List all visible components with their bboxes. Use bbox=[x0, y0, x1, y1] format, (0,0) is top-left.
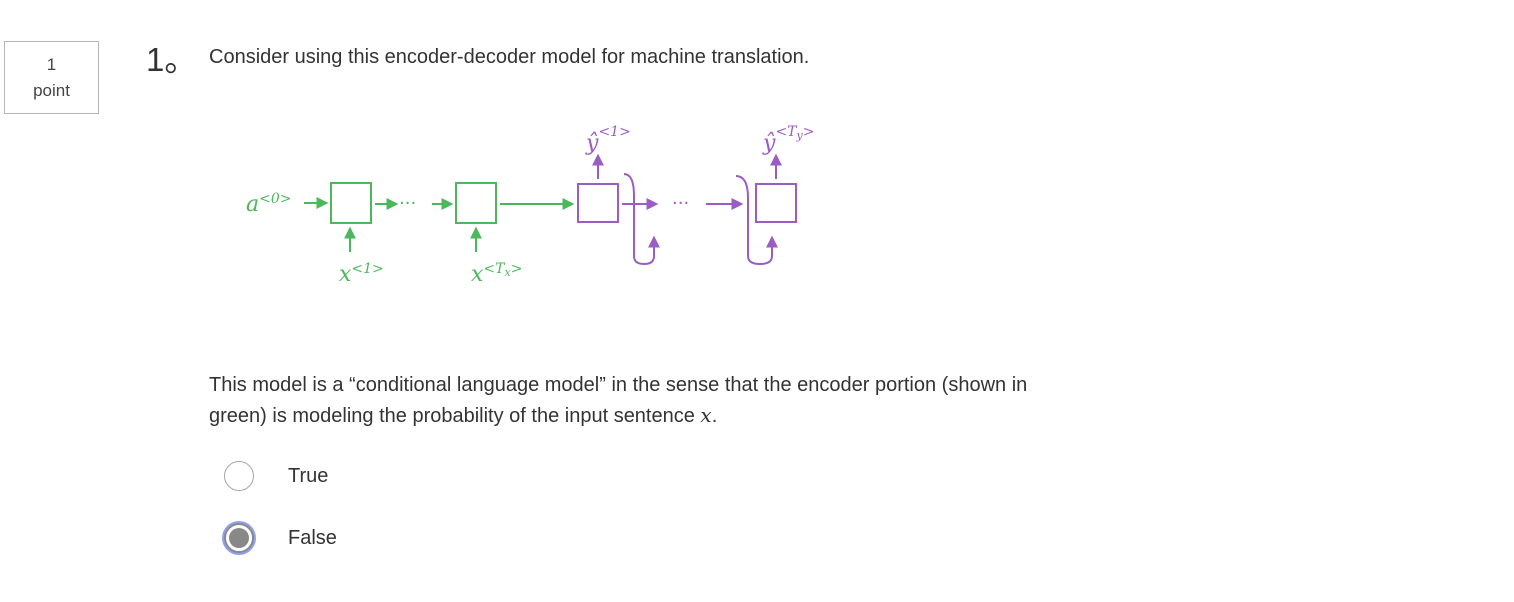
yt-label: ŷ<Ty> bbox=[762, 124, 814, 156]
points-unit: point bbox=[33, 80, 70, 100]
encoder-dots: ··· bbox=[399, 193, 416, 214]
question-prompt: Consider using this encoder-decoder mode… bbox=[209, 46, 810, 68]
feedback-loop-2 bbox=[735, 175, 778, 266]
option-true-label: True bbox=[288, 464, 329, 487]
x1-label: x<1> bbox=[339, 261, 384, 287]
decoder-dots: ··· bbox=[672, 193, 689, 214]
statement-variable: x bbox=[700, 403, 712, 427]
decoder-cell-ty bbox=[755, 183, 797, 223]
y1-label: ŷ<1> bbox=[585, 124, 631, 156]
statement-end: . bbox=[711, 405, 718, 427]
statement-text: This model is a “conditional language mo… bbox=[209, 374, 1028, 427]
option-false[interactable]: False bbox=[224, 521, 337, 555]
option-false-label: False bbox=[288, 526, 337, 549]
option-true[interactable]: True bbox=[224, 459, 328, 493]
question-statement: This model is a “conditional language mo… bbox=[209, 370, 1069, 431]
encoder-cell-tx bbox=[455, 182, 497, 224]
question-number: 1。 bbox=[146, 41, 198, 78]
encoder-cell-1 bbox=[330, 182, 372, 224]
radio-false-selected[interactable] bbox=[224, 523, 254, 553]
encoder-decoder-diagram: a<0> x<1> ··· x<Tx> ŷ<1> ··· ŷ<Ty> bbox=[246, 124, 814, 287]
points-box: 1 point bbox=[4, 41, 99, 114]
radio-true[interactable] bbox=[224, 461, 254, 491]
points-value: 1 bbox=[46, 54, 57, 74]
xt-label: x<Tx> bbox=[471, 261, 522, 287]
feedback-loop-1 bbox=[623, 173, 660, 266]
decoder-cell-1 bbox=[577, 183, 619, 223]
a0-label: a<0> bbox=[246, 191, 292, 217]
